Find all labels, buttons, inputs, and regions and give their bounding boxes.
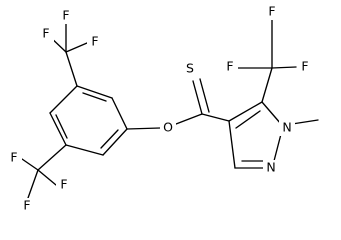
pyrazole-bond-c4-c5	[228, 101, 263, 122]
lower-cf3-f3-bond	[37, 169, 57, 186]
lower-cf3-link	[37, 144, 67, 171]
ring-inner-bond-1	[82, 92, 107, 102]
nitrogen-label-methyl: N	[282, 120, 291, 135]
lower-cf3-f1-bond	[21, 158, 39, 171]
fluorine-label-4: F	[10, 150, 17, 165]
aryl-oxygen-bond	[126, 127, 161, 130]
atom-labels: F F F F F F F F F S O N N	[6, 4, 313, 214]
pyrazole-bond-c3-c4	[228, 120, 236, 169]
molecule-structure: F F F F F F F F F S O N N	[6, 3, 319, 214]
n-methyl-bond	[291, 119, 319, 125]
fluorine-label-6: F	[60, 177, 67, 192]
pyrazole-bond-c5-n1	[261, 101, 282, 125]
upper-cf3-link	[65, 51, 78, 87]
fluorine-label-2: F	[62, 8, 69, 23]
lower-cf3-f2-bond	[27, 169, 39, 199]
carbonyl-ring-bond	[201, 113, 230, 122]
fluorine-label-7: F	[226, 59, 233, 74]
fluorine-label-3: F	[91, 34, 98, 49]
ring-inner-bond-3	[55, 114, 68, 139]
oxygen-carbonyl-bond	[175, 113, 203, 125]
upper-cf3-f3-bond	[65, 42, 88, 53]
nitrogen-label-ring: N	[266, 160, 275, 175]
ring-bond-top	[76, 85, 113, 99]
pyrazole-bond-n1-n2	[273, 133, 282, 162]
fluorine-label-1: F	[42, 26, 49, 41]
sulfur-label: S	[186, 61, 194, 76]
ring-bond-right-top	[111, 97, 128, 130]
bonds	[21, 15, 319, 199]
oxygen-label: O	[163, 120, 173, 135]
ring-bond-left-top	[49, 85, 78, 114]
thione-bond-a	[192, 80, 203, 115]
fluorine-label-5: F	[23, 198, 30, 213]
pyrazole-cf3-link	[261, 67, 273, 103]
ring-inner-bond-2	[100, 129, 119, 149]
pyrazole-inner-bond-1	[235, 110, 261, 129]
pyrazole-cf3-f3-bond	[271, 66, 297, 69]
ring-bond-right-bottom	[102, 128, 128, 156]
ring-bond-left-bottom	[49, 112, 67, 146]
ring-bond-bottom	[65, 144, 104, 156]
thione-bond-b	[199, 78, 210, 113]
fluorine-label-9: F	[301, 59, 308, 74]
fluorine-label-8: F	[268, 4, 275, 19]
